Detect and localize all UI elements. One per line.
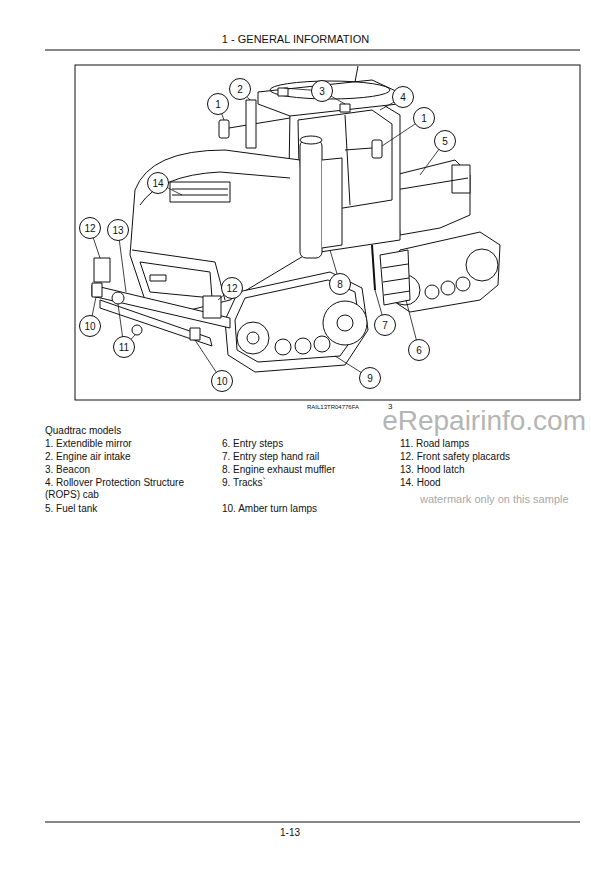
callout-circle: 14 [147,172,169,194]
callout-circle: 5 [434,130,456,152]
callout-circle: 1 [413,107,435,129]
callout-circle: 10 [79,315,101,337]
callout-number: 1 [215,99,221,110]
legend-item: 1. Extendible mirror [45,438,132,450]
callout-number: 4 [400,92,406,103]
legend-item: 12. Front safety placards [400,451,510,463]
callout-number: 2 [237,84,243,95]
callout-number: 1 [421,113,427,124]
legend-item: 11. Road lamps [400,438,469,450]
callout-number: 12 [226,283,237,294]
tractor-illustration [92,66,500,372]
legend-item: 9. Tracks` [222,477,266,489]
callout-circle: 7 [374,314,396,336]
callout-number: 14 [152,178,163,189]
legend-item: 6. Entry steps [222,438,283,450]
callout-circle: 8 [329,273,351,295]
callout-circle: 12 [221,277,243,299]
callout-circle: 3 [311,80,333,102]
callout-number: 12 [84,223,95,234]
legend-item: 2. Engine air intake [45,451,131,463]
callout-circle: 12 [79,217,101,239]
callout-number: 10 [216,376,227,387]
callout-circle: 1 [207,93,229,115]
page-header: 1 - GENERAL INFORMATION [0,33,591,46]
callout-circle: 6 [408,339,430,361]
callout-number: 13 [112,225,123,236]
figure-code: RAIL13TR04776FA [307,404,359,411]
callout-number: 11 [119,342,129,353]
callout-circle: 10 [211,370,233,392]
leader-lines [90,88,445,381]
watermark: eRepairinfo.com [382,404,586,438]
callout-number: 3 [319,86,325,97]
legend-item: 7. Entry step hand rail [222,451,319,463]
callout-number: 7 [382,320,388,331]
callout-number: 10 [84,321,95,332]
legend-item: 10. Amber turn lamps [222,503,317,515]
watermark-note: watermark only on this sample [420,493,569,506]
legend-item: 8. Engine exhaust muffler [222,464,335,476]
callout-circle: 4 [392,86,414,108]
legend-item: 3. Beacon [45,464,90,476]
page-number: 1-13 [280,827,300,839]
callout-number: 6 [416,345,422,356]
callout-number: 9 [367,373,373,384]
legend-item: 5. Fuel tank [45,503,97,515]
callout-circle: 13 [107,219,129,241]
callout-number: 5 [442,136,448,147]
footer-rule [45,822,580,823]
callout-circle: 9 [359,367,381,389]
legend-item: 4. Rollover Protection Structure (ROPS) … [45,477,215,501]
figure-frame [75,65,580,400]
callout-number: 8 [337,279,343,290]
header-rule [45,50,580,51]
legend-item: 14. Hood [400,477,441,489]
callout-circle: 2 [229,78,251,100]
callout-circle: 11 [113,336,135,358]
list-heading: Quadtrac models [45,425,121,437]
legend-item: 13. Hood latch [400,464,465,476]
